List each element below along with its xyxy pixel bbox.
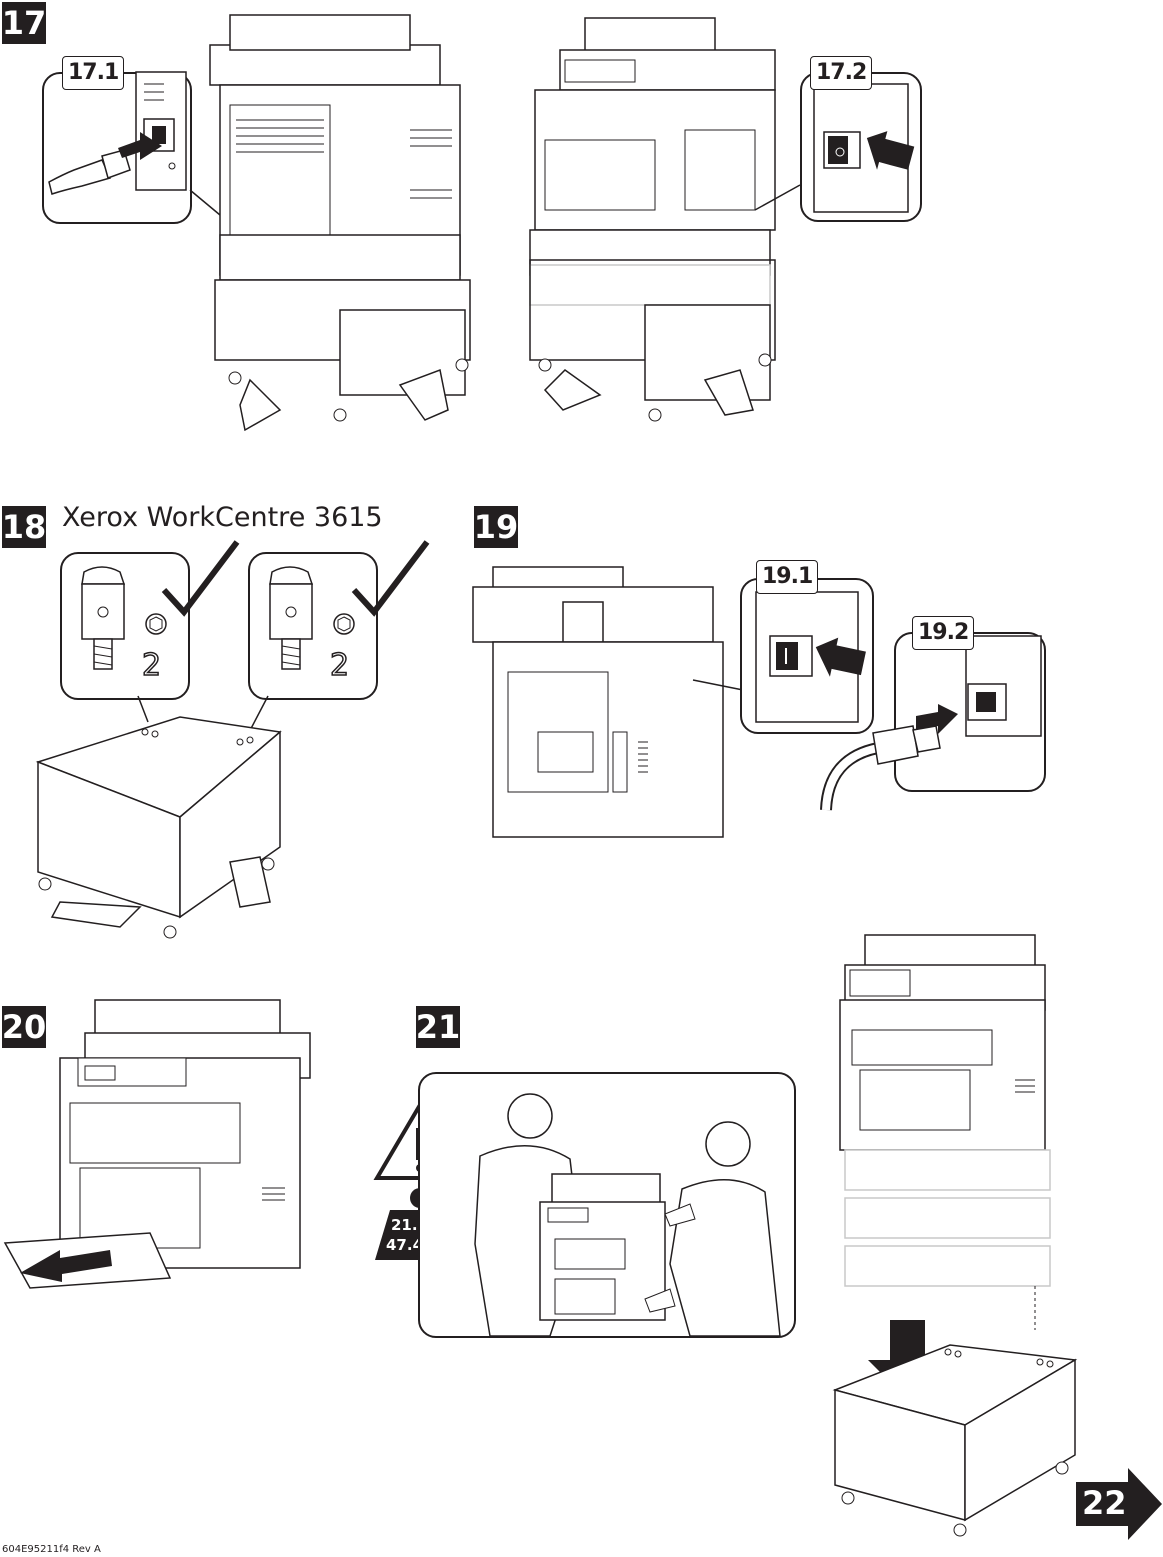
bolt-quantity-b: 2 xyxy=(329,647,350,684)
callout-17-2 xyxy=(800,72,922,222)
step-20-number: 20 xyxy=(1,1008,47,1046)
printer-with-trays-onto-stand-illustration xyxy=(832,934,1078,1537)
callout-18-bolt-a: 2 xyxy=(60,552,190,700)
callout-19-2 xyxy=(894,632,1046,792)
printer-tray-removal-illustration xyxy=(3,999,311,1289)
step-17-badge: 17 xyxy=(2,2,46,44)
checkmark-icon xyxy=(351,540,430,617)
step-22-number: 22 xyxy=(1082,1484,1127,1522)
callout-18-bolt-b: 2 xyxy=(248,552,378,700)
arrow-right-icon xyxy=(1076,1468,1162,1540)
product-name-title: Xerox WorkCentre 3615 xyxy=(62,502,383,533)
printer-rear-on-stand-illustration xyxy=(189,14,471,432)
document-id: 604E95211f4 Rev A xyxy=(2,1544,101,1555)
bolt-icon xyxy=(81,566,167,670)
power-cord-illustration xyxy=(820,725,941,811)
step-17-number: 17 xyxy=(1,4,47,42)
power-switch-on-illustration xyxy=(813,83,915,213)
sublabel-17-2: 17.2 xyxy=(810,56,873,90)
step-21-number: 21 xyxy=(415,1008,461,1046)
step-19-number: 19 xyxy=(473,508,519,546)
power-switch-off-illustration xyxy=(755,591,866,723)
sublabel-19-1: 19.1 xyxy=(756,560,819,594)
checkmark-icon xyxy=(161,540,240,617)
power-cord-plug-illustration xyxy=(48,71,187,195)
printer-rear-illustration xyxy=(472,566,744,838)
stand-cabinet-illustration xyxy=(35,695,282,939)
step-18-number: 18 xyxy=(1,508,47,546)
callout-19-1 xyxy=(740,578,874,734)
two-person-lift-panel xyxy=(418,1072,796,1338)
power-cord-unplug-illustration xyxy=(916,635,1042,737)
printer-front-on-stand-illustration xyxy=(529,17,801,422)
bolt-icon xyxy=(269,566,355,670)
next-step-arrow: 22 xyxy=(1076,1468,1162,1540)
two-person-lift-illustration xyxy=(474,1093,781,1337)
sublabel-19-2: 19.2 xyxy=(912,616,975,650)
bolt-quantity-a: 2 xyxy=(141,647,162,684)
sublabel-17-1: 17.1 xyxy=(62,56,125,90)
callout-17-1 xyxy=(42,71,192,224)
step-18-badge: 18 xyxy=(2,506,46,548)
step-19-badge: 19 xyxy=(474,506,518,548)
step-21-badge: 21 xyxy=(416,1006,460,1048)
step-20-badge: 20 xyxy=(2,1006,46,1048)
